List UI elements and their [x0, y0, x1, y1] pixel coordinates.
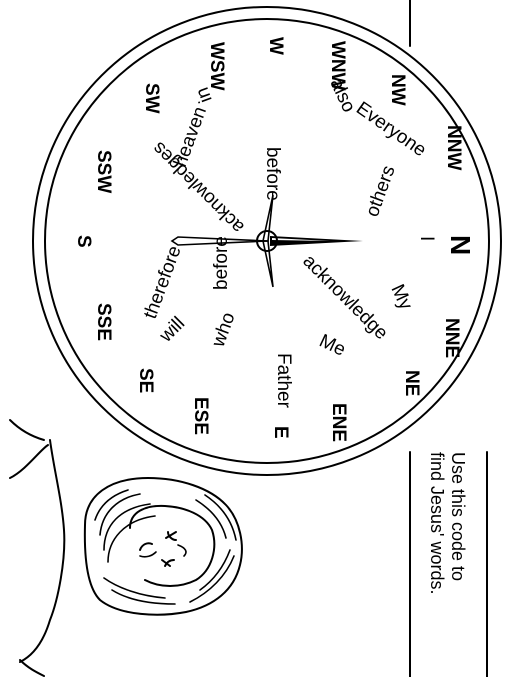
dir-ESE: ESE — [190, 397, 211, 435]
word-NNW: others — [362, 163, 400, 220]
word-WNW: also — [325, 75, 359, 115]
word-NNE: My — [386, 281, 416, 313]
dir-S: S — [73, 235, 94, 248]
dir-N: N — [445, 235, 476, 255]
word-N: I — [416, 236, 437, 241]
word-SW: acknowledges — [149, 137, 249, 237]
instruction-line-2: find Jesus' words. — [427, 452, 447, 595]
dir-NNW: NNW — [443, 125, 464, 170]
dir-SSW: SSW — [93, 150, 114, 193]
word-ENE: Me — [316, 330, 349, 360]
word-ESE: who — [208, 310, 240, 351]
compass: N NNE NE ENE E ESE SE SSE S SSW SW WSW W… — [33, 7, 501, 475]
dir-E: E — [270, 426, 291, 439]
dir-SSE: SSE — [93, 303, 114, 341]
dir-SW: SW — [141, 83, 162, 114]
word-SSE: therefore — [140, 243, 186, 322]
instruction-text: Use this code to find Jesus' words. — [427, 452, 468, 595]
instruction-line-1: Use this code to — [448, 452, 468, 581]
word-NE: acknowledge — [298, 251, 391, 344]
word-W: before — [262, 147, 283, 201]
word-NW: Everyone — [352, 98, 430, 161]
dir-SE: SE — [135, 368, 156, 393]
dir-ENE: ENE — [328, 403, 349, 442]
word-E: Father — [273, 353, 294, 409]
dir-NNE: NNE — [441, 318, 462, 358]
dir-NE: NE — [401, 370, 422, 396]
jesus-face-sketch — [10, 420, 242, 676]
dir-NW: NW — [387, 74, 408, 106]
dir-WSW: WSW — [206, 42, 227, 91]
word-S: before — [211, 236, 232, 290]
dir-W: W — [265, 37, 286, 55]
